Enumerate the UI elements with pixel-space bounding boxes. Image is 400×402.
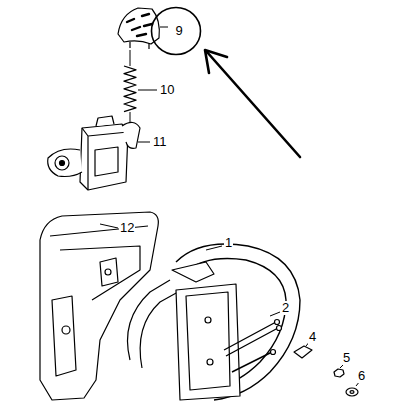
housing-knob xyxy=(48,149,82,177)
screw-head xyxy=(275,320,280,325)
leader-line xyxy=(206,246,222,250)
cap-slots xyxy=(127,14,152,36)
callout-number: 2 xyxy=(281,301,290,315)
leader-line xyxy=(138,90,157,91)
housing-part xyxy=(80,124,128,190)
handle-loop xyxy=(128,280,171,360)
leader-line xyxy=(100,224,118,228)
callout-number: 12 xyxy=(119,221,135,235)
callout-number: 4 xyxy=(308,330,317,344)
nut-part xyxy=(334,369,344,377)
frame-hole xyxy=(105,269,111,275)
washer-part xyxy=(346,388,358,396)
callout-number: 9 xyxy=(175,24,182,38)
bracket-plate xyxy=(176,284,240,400)
pointer-arrow xyxy=(207,52,300,157)
handle-loop xyxy=(140,292,178,368)
bracket-hole xyxy=(207,359,213,365)
spring-part xyxy=(124,66,136,112)
callout-number: 11 xyxy=(152,135,168,149)
handle-clamp xyxy=(172,262,214,282)
leader-line xyxy=(138,142,150,143)
circle-outline xyxy=(152,8,201,55)
leader-line xyxy=(160,27,168,28)
housing-top xyxy=(96,116,114,126)
housing-ear xyxy=(122,122,140,148)
clip-part xyxy=(294,346,312,358)
spring-axis xyxy=(130,50,131,66)
screw-part xyxy=(224,322,278,372)
callout-number: 10 xyxy=(159,83,175,97)
callout-number: 5 xyxy=(342,351,351,365)
washer-hole xyxy=(350,391,354,394)
bracket-hole xyxy=(205,317,211,323)
pointer-arrowhead xyxy=(205,50,227,73)
leader-line xyxy=(270,312,280,316)
knob-center xyxy=(60,161,65,166)
spring-coil xyxy=(124,66,136,112)
knob-hub xyxy=(55,156,69,170)
callout-number: 1 xyxy=(224,236,233,250)
frame-hole xyxy=(62,326,70,334)
housing-window xyxy=(95,147,118,176)
frame-part xyxy=(40,212,158,400)
screw-head xyxy=(271,350,276,355)
bracket-inner xyxy=(186,292,230,390)
housing-edge xyxy=(82,128,128,190)
cap-tabs xyxy=(130,42,149,49)
screw-head xyxy=(277,326,282,331)
callout-number: 6 xyxy=(357,369,366,383)
callout-circle: 9 xyxy=(150,6,202,56)
frame-detail xyxy=(50,226,148,376)
